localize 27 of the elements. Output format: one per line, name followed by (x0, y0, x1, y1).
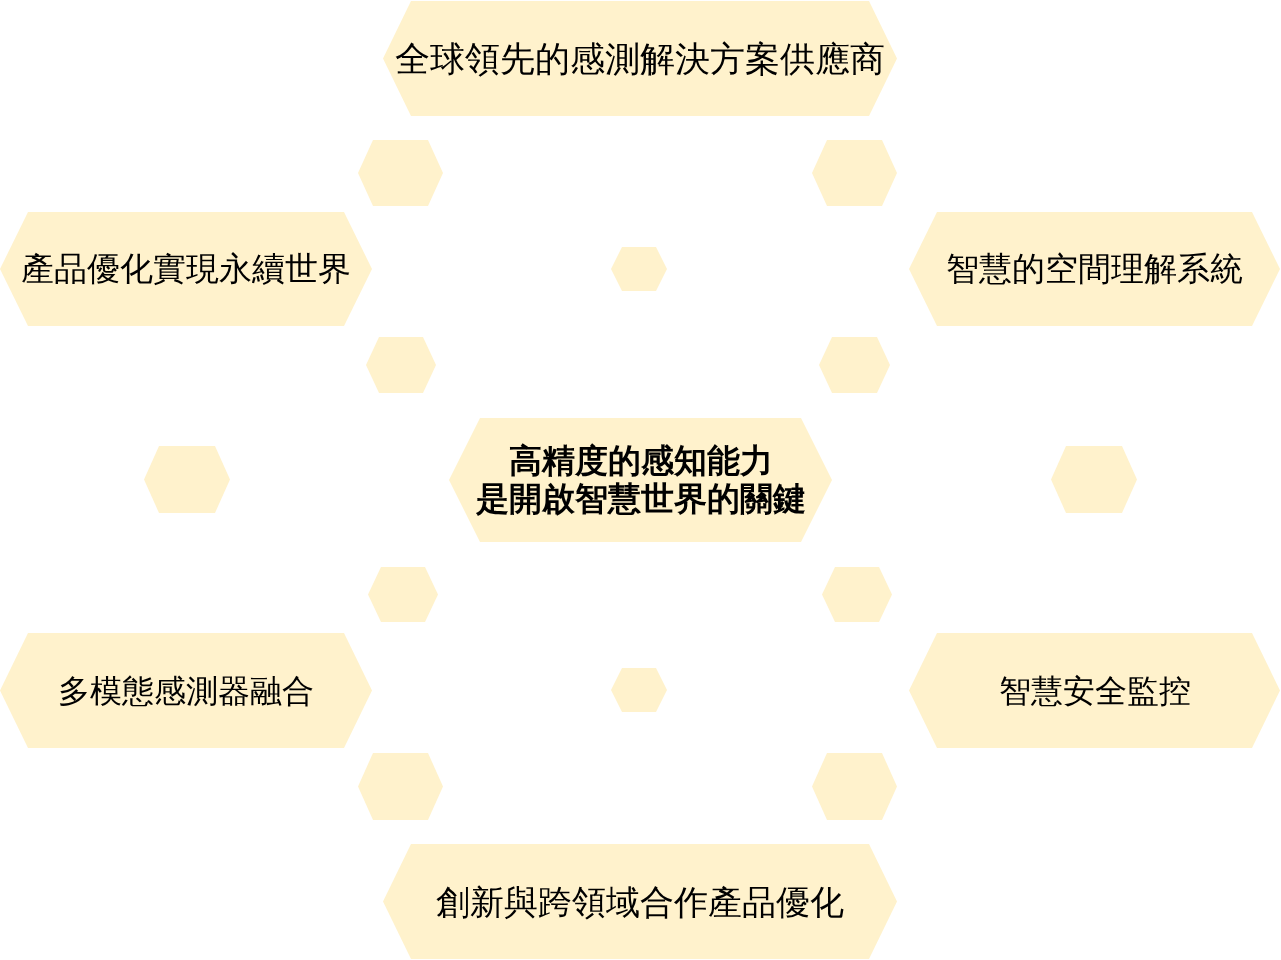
hexagon-label: 智慧的空間理解系統 (946, 249, 1243, 289)
hexagon (0, 212, 372, 326)
hexagon (822, 567, 892, 622)
hexagon (909, 212, 1280, 326)
hexagon (0, 633, 372, 748)
hexagon (366, 337, 436, 393)
hexagon (1051, 446, 1137, 513)
hexagon (812, 753, 897, 820)
hexagon (611, 247, 667, 291)
hexagon-label: 產品優化實現永續世界 (21, 249, 351, 289)
hexagon (611, 668, 667, 712)
hexagon-label: 是開啟智慧世界的關鍵 (475, 480, 806, 518)
hexagon-label: 全球領先的感測解決方案供應商 (395, 37, 885, 80)
hexagon-label: 智慧安全監控 (998, 670, 1191, 711)
hexagon (144, 446, 230, 513)
hexagon (819, 337, 890, 393)
hexagon-label: 高精度的感知能力 (508, 442, 773, 480)
hexagon-label: 多模態感測器融合 (58, 670, 314, 711)
hexagon (383, 844, 897, 959)
hexagon (909, 633, 1280, 748)
hexagon (812, 140, 897, 206)
hexagon (368, 567, 438, 622)
hexagon (358, 140, 443, 206)
hexagon-label: 創新與跨領域合作產品優化 (436, 880, 844, 923)
hexagon (383, 1, 897, 116)
hexagon (358, 753, 443, 820)
hexagon (449, 418, 832, 542)
